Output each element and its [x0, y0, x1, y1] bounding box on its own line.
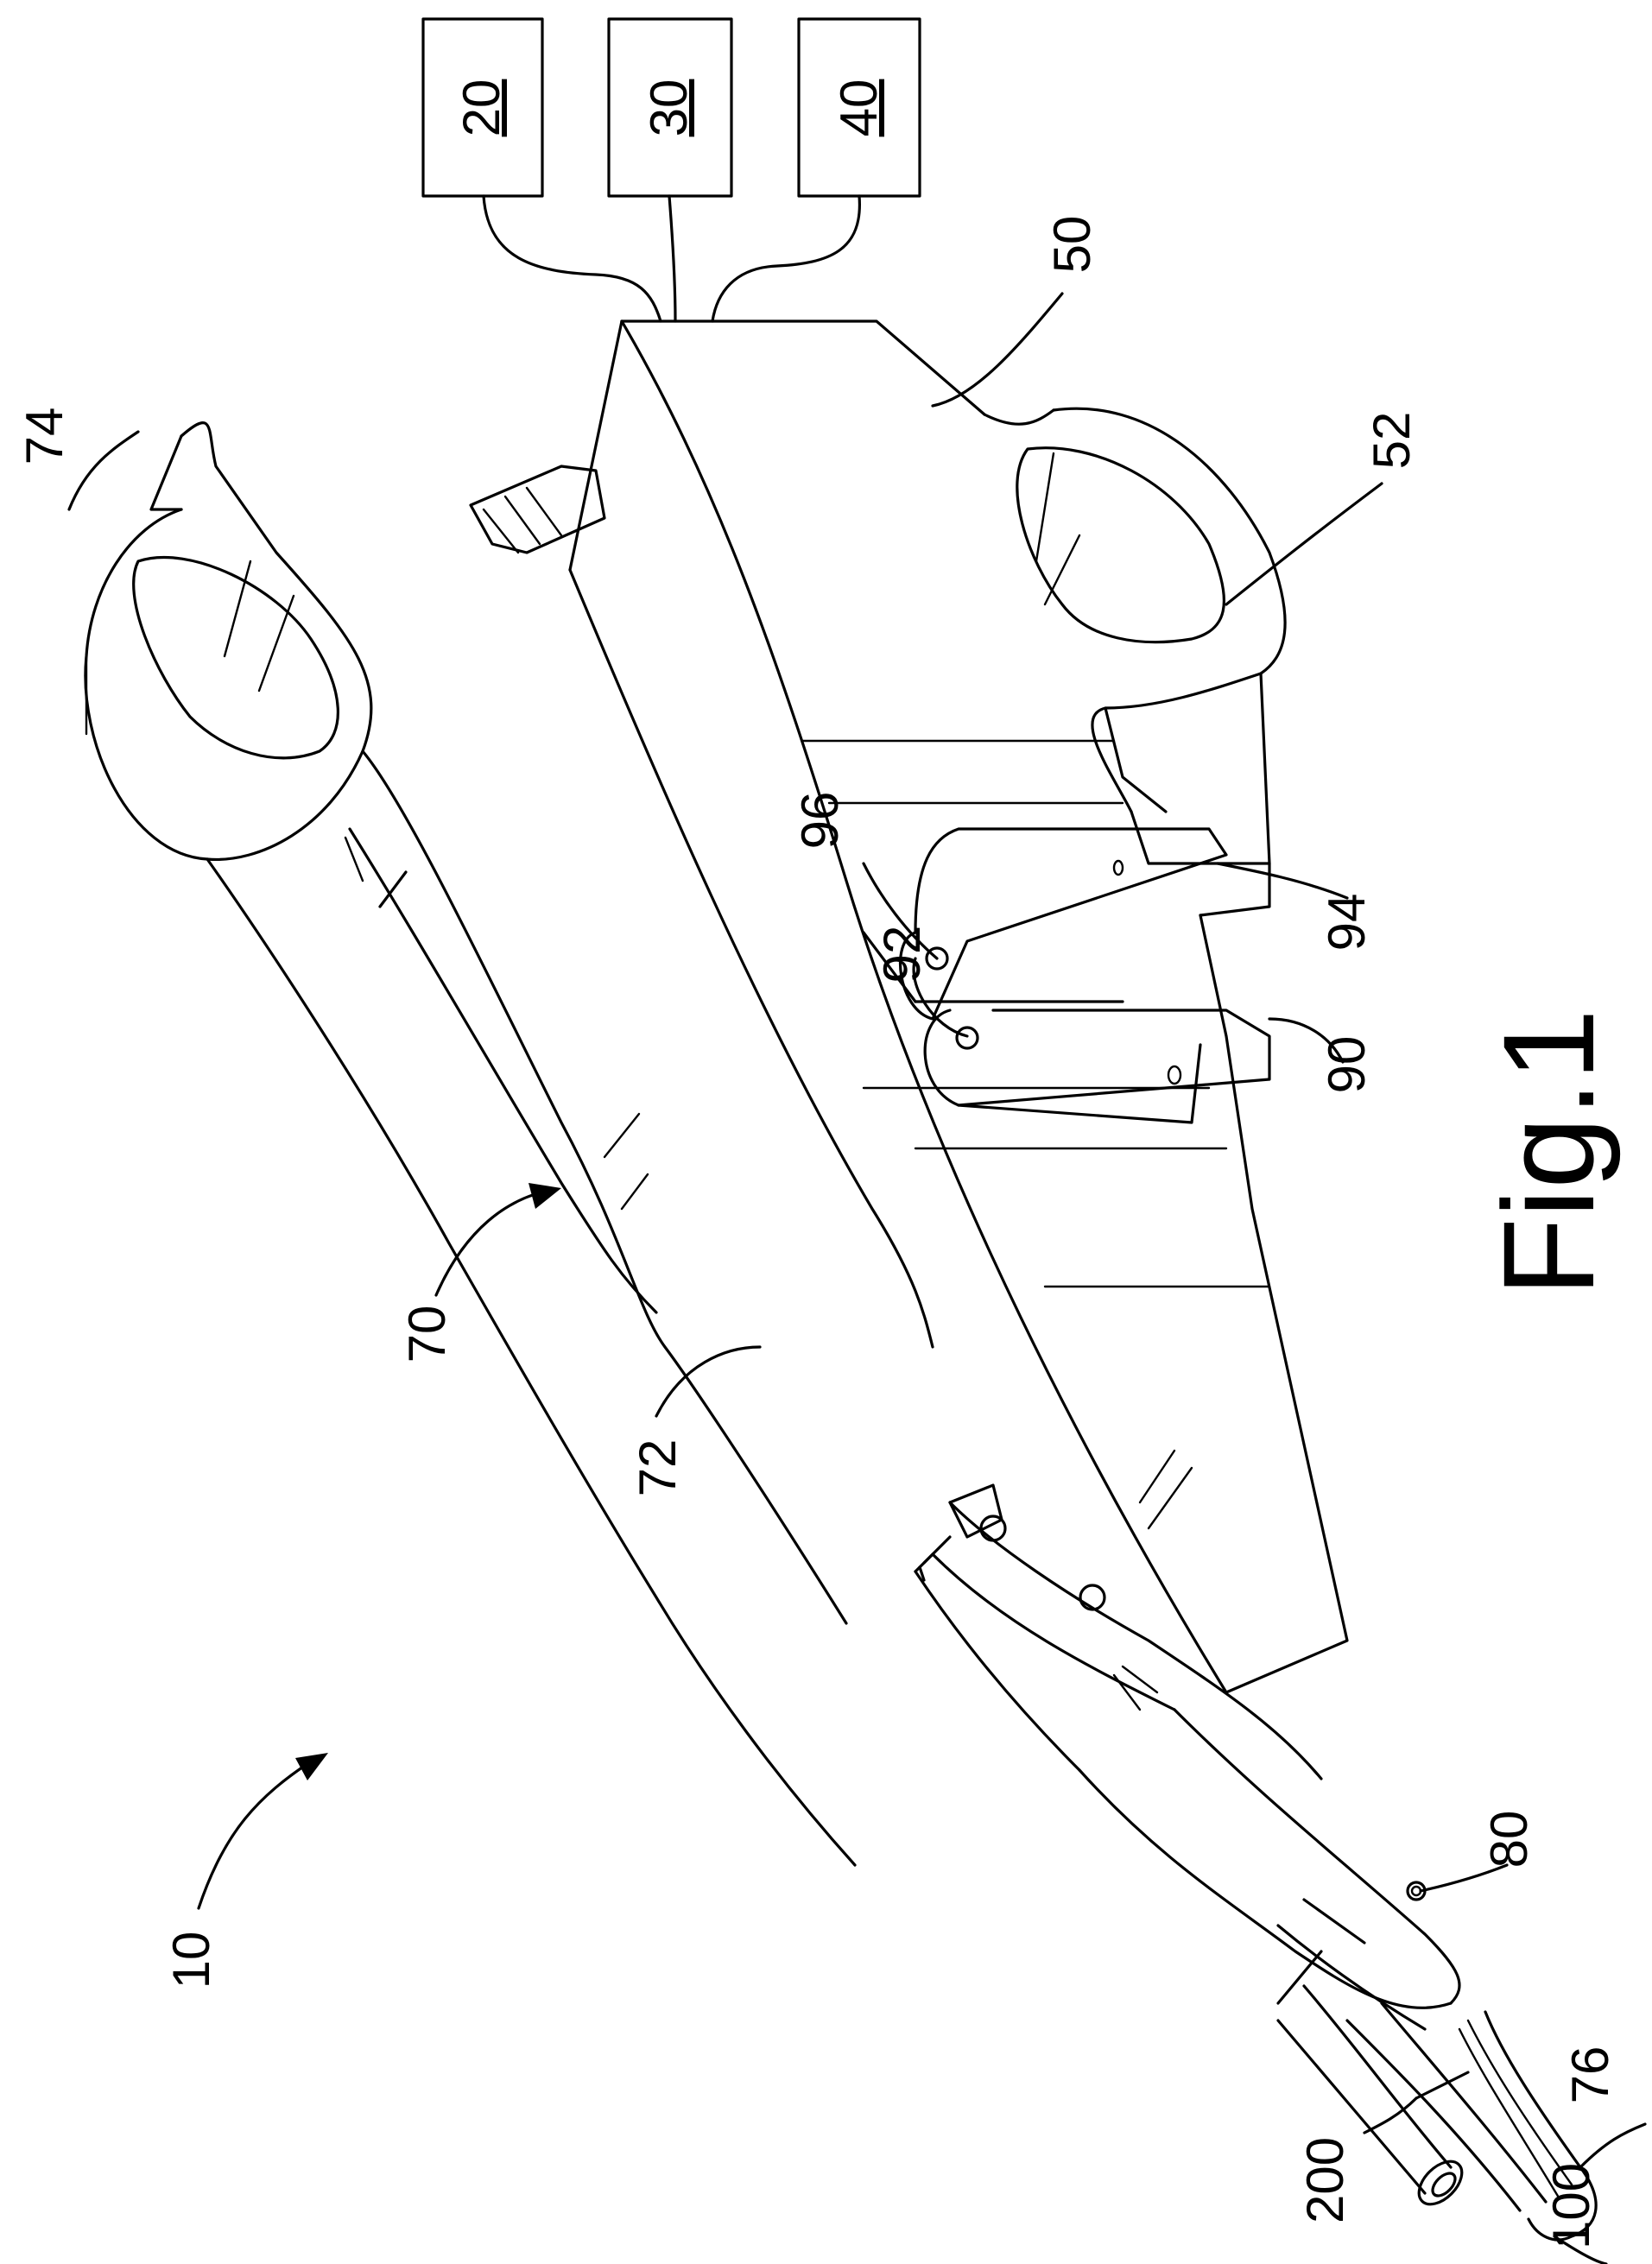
label-10: 10 [162, 1932, 220, 1989]
instrument-70 [85, 423, 1596, 2240]
label-76: 76 [1561, 2046, 1619, 2104]
leaders [69, 294, 1645, 2264]
label-70: 70 [398, 1306, 456, 1363]
box-20: 20 [423, 19, 542, 196]
label-94: 94 [1318, 894, 1376, 952]
box-30-label: 30 [640, 79, 698, 137]
label-96: 96 [791, 792, 849, 850]
slot-90 [925, 1010, 1269, 1123]
box-30: 30 [609, 19, 731, 196]
label-92: 92 [873, 926, 931, 983]
housing-50 [471, 321, 1347, 1692]
cables [484, 196, 859, 321]
label-50: 50 [1043, 216, 1101, 274]
numerals: 10 70 72 74 50 52 90 92 94 96 80 76 100 … [16, 216, 1619, 2249]
label-100: 100 [1542, 2163, 1600, 2249]
label-80: 80 [1480, 1811, 1538, 1869]
label-90: 90 [1318, 1036, 1376, 1094]
label-200: 200 [1296, 2137, 1354, 2223]
label-72: 72 [629, 1439, 687, 1497]
box-40: 40 [799, 19, 920, 196]
label-74: 74 [16, 408, 73, 465]
figure-caption: Fig.1 [1476, 1009, 1621, 1296]
label-52: 52 [1363, 412, 1421, 470]
box-40-label: 40 [830, 79, 888, 137]
slot-94 [901, 829, 1226, 1019]
box-20-label: 20 [453, 79, 510, 137]
pin-92 [957, 1028, 978, 1048]
